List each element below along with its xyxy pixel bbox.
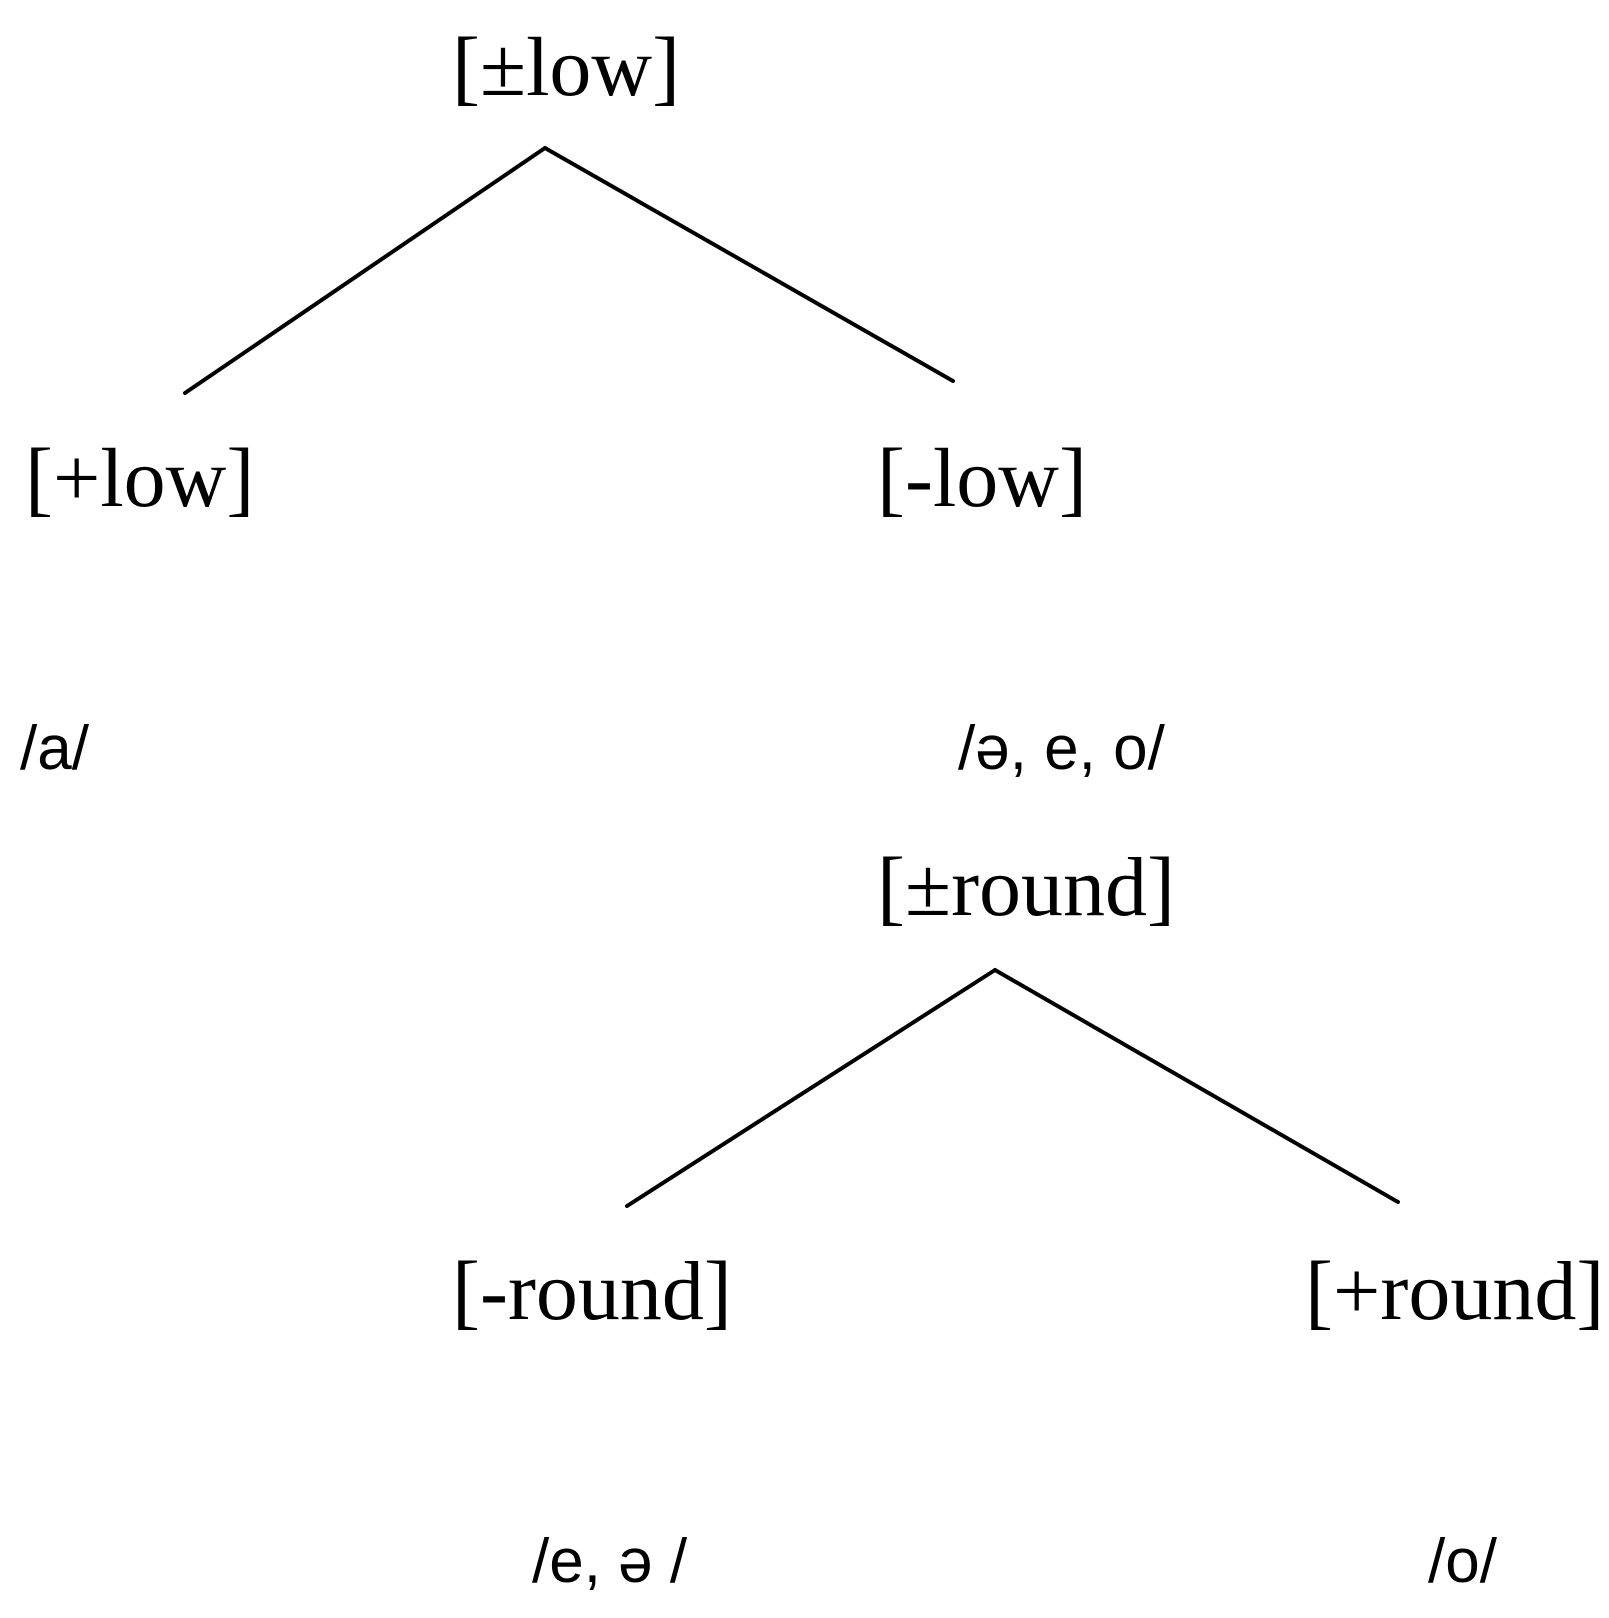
edge-low-to-minus-low	[543, 146, 955, 383]
minus-round-segments: /e, ə /	[532, 1527, 688, 1596]
minus-low-segments: /ə, e, o/	[958, 714, 1165, 783]
plus-low-segments: /a/	[20, 714, 89, 783]
plus-low-label: [+low]	[25, 432, 255, 525]
plus-round-label: [+round]	[1305, 1245, 1605, 1338]
minus-low-label: [-low]	[877, 432, 1087, 525]
edge-low-to-plus-low	[183, 146, 547, 395]
low-root-label: [±low]	[452, 21, 681, 114]
round-root-label: [±round]	[877, 841, 1176, 934]
plus-round-segments: /o/	[1428, 1527, 1497, 1596]
edge-round-to-plus-round	[993, 968, 1400, 1204]
edge-round-to-minus-round	[625, 968, 997, 1208]
minus-round-label: [-round]	[452, 1245, 732, 1338]
